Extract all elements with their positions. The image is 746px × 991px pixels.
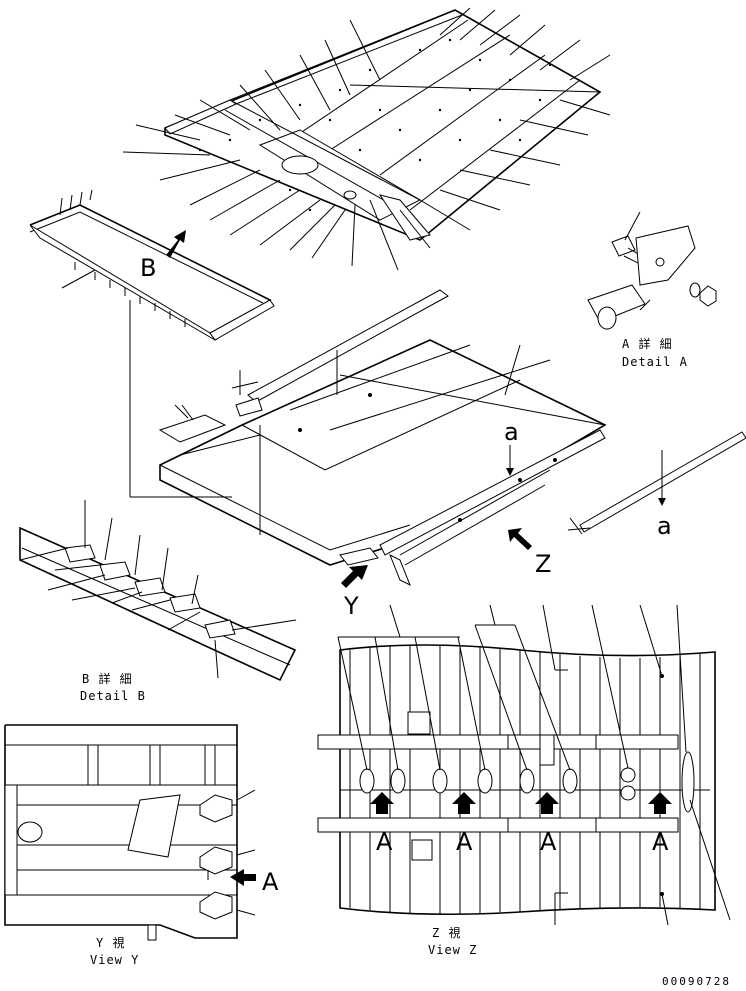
view-letter-a-z1: A <box>376 828 393 856</box>
view-arrow-icon <box>341 565 368 588</box>
view-arrow-icon <box>508 528 532 550</box>
view-arrow-icon <box>535 792 559 814</box>
drawing-number: 00090728 <box>662 975 731 988</box>
bolt-clips <box>64 544 236 639</box>
view-arrow-icon <box>370 792 394 814</box>
lower-floor-assembly <box>158 289 607 588</box>
view-z-subtitle: View Z <box>428 943 478 957</box>
z-view-arrows <box>370 792 672 814</box>
plate-rivets <box>198 38 552 212</box>
detail-b-title: B 詳 細 <box>82 672 133 686</box>
view-y-drawing <box>4 724 256 941</box>
rail-a <box>567 431 746 535</box>
view-arrow-icon <box>452 792 476 814</box>
z-rails <box>349 645 701 914</box>
detail-b-parts <box>19 500 297 682</box>
view-arrow-icon <box>166 230 186 258</box>
view-letter-b: B <box>140 254 157 282</box>
section-arrow-icon <box>506 468 514 476</box>
detail-b-subtitle: Detail B <box>80 689 146 703</box>
view-y-title: Y 視 <box>96 936 126 950</box>
z-oval-holes <box>359 751 695 813</box>
frame-studs <box>74 262 186 327</box>
view-letter-a-z4: A <box>652 828 669 856</box>
view-letter-a-z2: A <box>456 828 473 856</box>
view-y-subtitle: View Y <box>90 953 140 967</box>
detail-a-title: A 詳 細 <box>622 337 673 351</box>
detail-a-subtitle: Detail A <box>622 355 688 369</box>
view-letter-y: Y <box>344 592 359 620</box>
view-arrow-icon <box>230 869 256 886</box>
view-letter-a-y: A <box>262 868 279 896</box>
view-z-title: Z 視 <box>432 926 462 940</box>
upper-leader-lines <box>122 7 611 271</box>
view-letter-z: Z <box>535 550 552 578</box>
view-letter-a-z3: A <box>540 828 557 856</box>
upper-floor-assembly <box>122 7 611 271</box>
view-arrow-icon <box>648 792 672 814</box>
view-z-drawing <box>317 604 731 926</box>
section-letter-a-rail: a <box>657 512 672 540</box>
rear-frame <box>29 189 275 498</box>
section-letter-a-upper: a <box>504 418 519 446</box>
detail-a-parts <box>587 211 717 330</box>
